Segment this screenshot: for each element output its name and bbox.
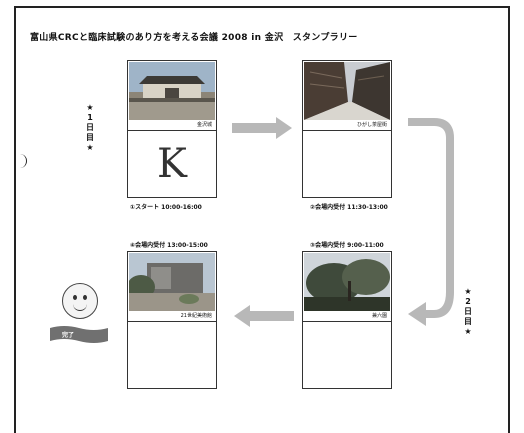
arrow-right-icon: [232, 117, 292, 139]
photo-caption: 21世紀美術館: [128, 312, 216, 322]
stamp-mark: [303, 323, 391, 388]
goal-banner-icon: 完了: [50, 326, 108, 343]
card-2-label: ②会場内受付 11:30-13:00: [310, 204, 388, 211]
stamp-mark: [303, 132, 391, 197]
goal-label: 完了: [62, 332, 75, 339]
street-photo: [304, 62, 390, 120]
stamp-card-2: ひがし茶屋街: [302, 60, 392, 198]
castle-photo: [129, 62, 215, 120]
page-title: 富山県CRCと臨床試験のあり方を考える会議 2008 in 金沢 スタンプラリー: [30, 33, 358, 43]
arrow-curve-down-icon: [408, 118, 454, 326]
smile-mouth: [73, 302, 87, 311]
stamp-area[interactable]: K: [128, 132, 216, 197]
arrow-left-icon: [234, 305, 294, 327]
stamp-area[interactable]: [128, 323, 216, 388]
photo-caption: 兼六園: [303, 312, 391, 322]
left-eye: [73, 295, 77, 300]
stamp-card-4: 21世紀美術館: [127, 251, 217, 389]
card-4-label: ④会場内受付 13:00-15:00: [130, 242, 208, 249]
day1-label: ★ 1 日 目 ★: [86, 103, 94, 152]
right-eye: [83, 295, 87, 300]
smiley-face-icon: [62, 283, 98, 319]
left-edge-mark: [16, 154, 27, 168]
stamp-area[interactable]: [303, 132, 391, 197]
card-1-label: ①スタート 10:00-16:00: [130, 204, 202, 211]
stamp-mark: K: [157, 141, 187, 187]
museum-photo: [129, 253, 215, 311]
stamp-card-1: 金沢城 K: [127, 60, 217, 198]
day2-label: ★ 2 日 目 ★: [464, 287, 472, 336]
stamp-area[interactable]: [303, 323, 391, 388]
garden-photo: [304, 253, 390, 311]
card-3-label: ③会場内受付 9:00-11:00: [310, 242, 384, 249]
photo-caption: 金沢城: [128, 121, 216, 131]
stamp-mark: [128, 323, 216, 388]
stamp-card-3: 兼六園: [302, 251, 392, 389]
stamp-rally-sheet: [14, 6, 510, 433]
photo-caption: ひがし茶屋街: [303, 121, 391, 131]
